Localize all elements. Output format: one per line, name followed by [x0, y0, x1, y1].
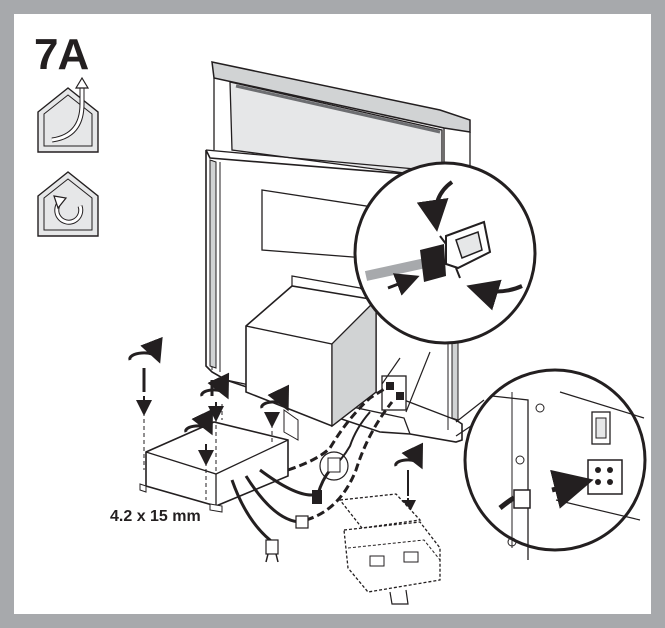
zoom-leader-top: [381, 351, 431, 413]
screw-dimension-label: 4.2 x 15 mm: [110, 508, 201, 525]
house-recirculation-icon: [37, 171, 99, 237]
screw-3: [260, 384, 289, 428]
electronics-box: [139, 421, 289, 513]
house-ducted-icon: [37, 76, 99, 153]
cable-clip-holder: [338, 493, 441, 605]
screw-2: [200, 372, 229, 422]
connector-zoom-detail: [353, 161, 537, 345]
step-label: 7A: [34, 30, 89, 79]
body-connectors: [381, 375, 407, 411]
alignment-lines: [143, 404, 273, 500]
screw-4: [184, 408, 214, 466]
cable-connectors: [265, 451, 349, 563]
screw-1: [128, 336, 163, 416]
hood-upper-panel: [211, 61, 471, 180]
plug-zoom-detail: [463, 368, 647, 560]
